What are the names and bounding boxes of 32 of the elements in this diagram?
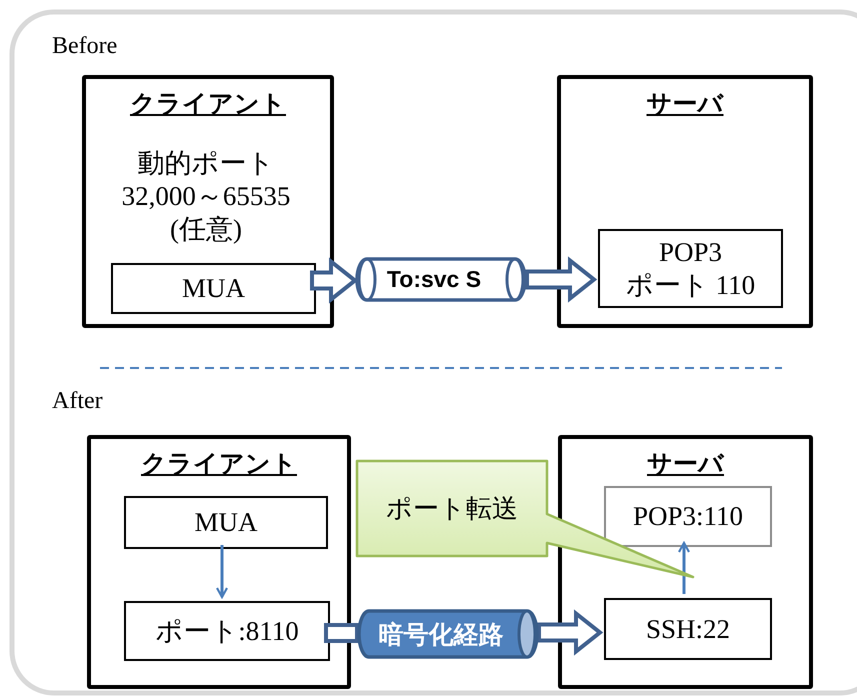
- process-box: [598, 229, 783, 308]
- system-title: サーバ: [647, 449, 724, 479]
- arrow: [216, 545, 228, 598]
- box-label: POP3 ポート 110: [624, 236, 756, 301]
- box-label: MUA: [194, 506, 258, 539]
- callout-text: ポート転送: [386, 492, 518, 525]
- system-box: [82, 75, 334, 328]
- system-box: [557, 75, 813, 328]
- system-title: クライアント: [130, 89, 286, 119]
- process-box: [111, 263, 316, 314]
- system-box: [558, 435, 813, 689]
- arrow: [678, 542, 690, 594]
- system-title: サーバ: [646, 89, 724, 119]
- process-box: [604, 486, 772, 547]
- system-title: クライアント: [141, 449, 297, 479]
- block-arrow: [324, 623, 359, 643]
- box-label: ポート:8110: [155, 614, 299, 648]
- tunnel-label: 暗号化経路: [378, 620, 504, 650]
- box-label: POP3:110: [632, 500, 744, 533]
- process-box: [604, 598, 772, 660]
- block-arrow: [537, 609, 604, 656]
- section-label: Before: [52, 33, 118, 60]
- tunnel-label: To:svc S: [386, 266, 482, 293]
- system-box: [87, 435, 351, 689]
- process-box: [124, 601, 330, 661]
- block-arrow: [310, 257, 358, 304]
- process-box: [124, 496, 328, 549]
- block-arrow: [525, 256, 598, 303]
- box-label: MUA: [182, 272, 245, 305]
- port-description: 動的ポート 32,000～65535 (任意): [120, 147, 292, 246]
- section-label: After: [52, 388, 103, 415]
- box-label: SSH:22: [646, 612, 730, 646]
